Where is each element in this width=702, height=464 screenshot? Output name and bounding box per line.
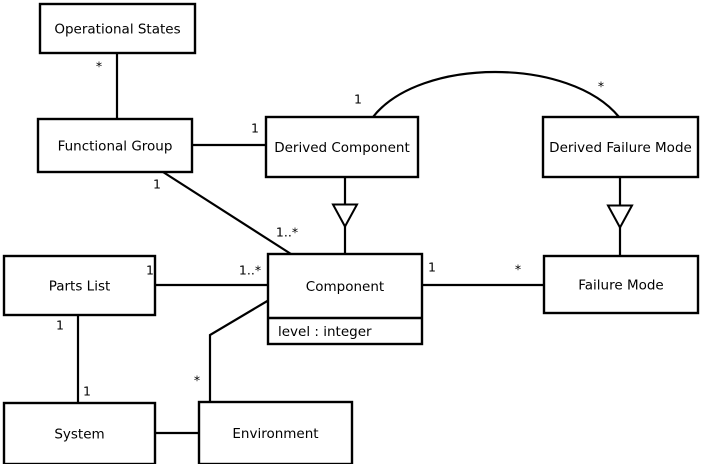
association-line: [208, 299, 270, 402]
multiplicity-labels-layer: * 1 1 1..* 1 * 1 1..* 1 * 1 1 *: [56, 59, 604, 399]
association-line: [372, 70, 620, 118]
class-box-derived-failure-mode[interactable]: Derived Failure Mode: [541, 115, 700, 179]
generalization-arrowhead: [606, 204, 634, 230]
class-box-outline: [266, 252, 424, 346]
class-box-functional-group[interactable]: Functional Group: [36, 117, 194, 174]
class-attribute-label: level : integer: [278, 324, 372, 340]
association-environment--component: [208, 299, 270, 402]
class-name-label: Component: [306, 279, 384, 295]
class-box-outline: [36, 117, 194, 174]
class-box-outline: [264, 115, 420, 179]
multiplicity-label: *: [515, 262, 521, 277]
multiplicity-label: 1: [56, 318, 64, 333]
multiplicity-label: 1..*: [276, 225, 298, 240]
multiplicity-label: 1: [428, 260, 436, 275]
associations-layer: [76, 53, 634, 435]
class-name-label: Operational States: [54, 22, 180, 38]
association-line: [162, 171, 292, 255]
class-box-outline: [541, 115, 700, 179]
multiplicity-label: 1: [146, 263, 154, 278]
association-derived-component--derived-failure-mode: [372, 70, 620, 118]
multiplicity-label: 1: [153, 177, 161, 192]
multiplicity-label: *: [598, 79, 604, 94]
class-name-label: Parts List: [49, 279, 111, 295]
class-box-outline: [38, 2, 197, 55]
class-box-outline: [2, 401, 157, 464]
multiplicity-label: 1: [354, 92, 362, 107]
multiplicity-label: 1..*: [239, 263, 261, 278]
class-box-environment[interactable]: Environment: [197, 400, 354, 464]
class-name-label: Derived Component: [274, 140, 410, 156]
class-name-label: Environment: [232, 426, 318, 442]
multiplicity-label: 1: [251, 121, 259, 136]
class-name-label: Failure Mode: [578, 278, 664, 294]
multiplicity-label: *: [194, 373, 200, 388]
class-name-label: Derived Failure Mode: [549, 140, 692, 156]
class-box-outline: [197, 400, 354, 464]
class-box-outline: [2, 254, 157, 317]
generalization-arrowhead: [331, 203, 359, 229]
association-functional-group--component: [162, 171, 292, 255]
class-box-component[interactable]: Component level : integer: [266, 252, 424, 346]
multiplicity-label: *: [96, 59, 102, 74]
class-box-failure-mode[interactable]: Failure Mode: [542, 254, 700, 315]
class-box-parts-list[interactable]: Parts List: [2, 254, 157, 317]
class-box-system[interactable]: System: [2, 401, 157, 464]
class-box-operational-states[interactable]: Operational States: [38, 2, 197, 55]
class-box-outline: [542, 254, 700, 315]
class-name-label: System: [54, 427, 104, 443]
class-name-label: Functional Group: [58, 139, 173, 155]
multiplicity-label: 1: [83, 384, 91, 399]
association-derived-failure-mode--failure-mode: [606, 177, 634, 256]
association-derived-component--component: [331, 177, 359, 254]
class-box-derived-component[interactable]: Derived Component: [264, 115, 420, 179]
